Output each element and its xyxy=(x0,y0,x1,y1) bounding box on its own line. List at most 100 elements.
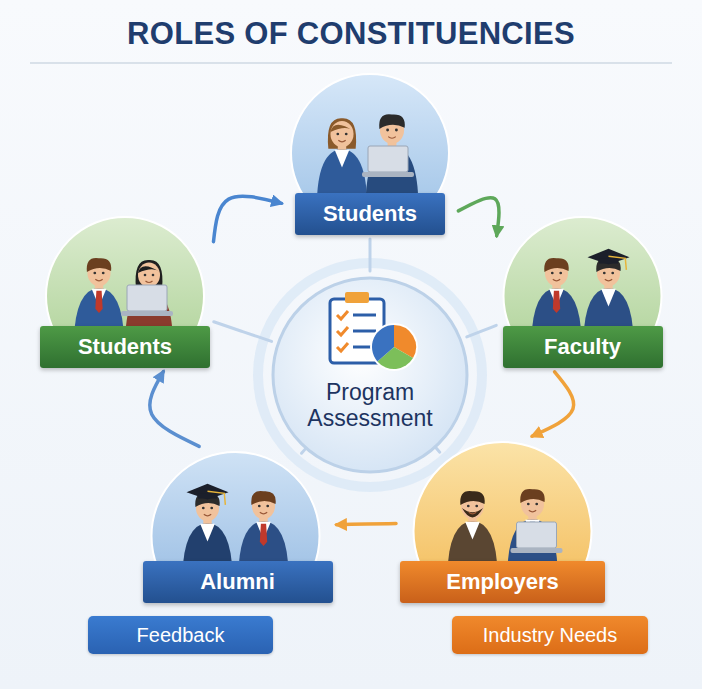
tassel xyxy=(609,256,627,270)
dome xyxy=(151,452,319,575)
node-label: Program Assessment xyxy=(294,379,446,432)
tie xyxy=(259,524,266,546)
dome-illustration xyxy=(143,450,333,575)
hair xyxy=(87,258,111,272)
head xyxy=(330,121,353,147)
eye xyxy=(527,503,530,506)
laptop-base xyxy=(362,172,414,177)
beard xyxy=(462,508,483,517)
eye xyxy=(266,505,269,508)
hair xyxy=(596,258,620,272)
eye xyxy=(559,272,562,275)
center-label: Program Assessment xyxy=(270,379,470,432)
link-line xyxy=(369,239,372,271)
dome-illustration xyxy=(285,72,455,207)
eye xyxy=(386,129,389,132)
hair xyxy=(379,114,405,129)
node-label: Feedback xyxy=(104,616,257,654)
check-mark xyxy=(337,327,348,335)
smile xyxy=(259,512,266,514)
diagram-title: ROLES OF CONSTITUENCIES xyxy=(0,16,702,52)
smile xyxy=(529,510,536,512)
pie-base xyxy=(370,323,418,371)
constituency-node: Alumni xyxy=(143,450,333,603)
cycle-arrow xyxy=(150,372,199,447)
laptop-base xyxy=(511,548,563,553)
dome xyxy=(504,217,662,340)
tie xyxy=(553,291,560,313)
eye xyxy=(144,274,147,277)
smile xyxy=(605,279,612,281)
constituency-node: Students xyxy=(285,72,455,235)
center-circle: Program Assessment xyxy=(270,275,470,475)
clipboard-clip xyxy=(345,292,369,303)
dome-illustration xyxy=(400,440,605,575)
node-label: Faculty xyxy=(517,326,649,368)
name-banner: Students xyxy=(295,193,445,235)
title-rule xyxy=(30,62,672,64)
hair xyxy=(460,491,484,505)
eye xyxy=(93,272,96,275)
pie-slice xyxy=(372,325,394,361)
hair xyxy=(520,489,544,503)
dome-illustration xyxy=(500,215,665,340)
fringe xyxy=(138,266,160,273)
node-label: Alumni xyxy=(157,561,319,603)
eye xyxy=(467,505,470,508)
cycle-arrow xyxy=(336,524,396,525)
eye xyxy=(395,129,398,132)
check-mark xyxy=(337,343,348,351)
dome xyxy=(46,217,204,340)
smile xyxy=(338,140,345,142)
node-label: Industry Needs xyxy=(468,616,632,654)
name-banner: Employers xyxy=(400,561,605,603)
hair xyxy=(251,491,275,505)
smile xyxy=(146,281,153,283)
center-circle-shape xyxy=(270,275,470,475)
node-label: Students xyxy=(309,193,431,235)
note-tag: Industry Needs xyxy=(452,616,648,654)
name-banner: Faculty xyxy=(503,326,663,368)
name-banner: Alumni xyxy=(143,561,333,603)
laptop-screen xyxy=(127,285,167,311)
pie-chart xyxy=(370,323,418,371)
smile xyxy=(469,512,476,514)
constituency-node: Students xyxy=(40,215,210,368)
tassel xyxy=(207,491,225,505)
eye xyxy=(201,507,204,510)
link-line xyxy=(214,322,272,342)
shirt xyxy=(335,150,350,168)
eye xyxy=(475,505,478,508)
laptop-screen xyxy=(517,522,557,548)
smile xyxy=(388,137,396,139)
constituency-node: Employers xyxy=(400,440,605,603)
list-line xyxy=(353,314,376,317)
tie xyxy=(95,291,102,313)
head xyxy=(138,263,160,288)
cycle-arrow xyxy=(458,198,499,236)
cycle-arrow xyxy=(213,196,281,241)
hair xyxy=(195,493,219,507)
dome-illustration xyxy=(40,215,210,340)
assessment-icon xyxy=(330,292,418,371)
check-mark xyxy=(337,311,348,319)
note-tag-box: Feedback xyxy=(88,616,273,654)
eye xyxy=(345,133,348,136)
name-banner: Students xyxy=(40,326,210,368)
eye xyxy=(611,272,614,275)
shirt xyxy=(601,289,616,307)
constituency-node: Faculty xyxy=(500,215,665,368)
grad-cap-band xyxy=(599,258,618,263)
laptop-base xyxy=(121,311,173,316)
node-label: Students xyxy=(54,326,196,368)
note-tag-box: Industry Needs xyxy=(452,616,648,654)
smile xyxy=(95,279,102,281)
eye xyxy=(102,272,105,275)
center-disc xyxy=(273,278,467,472)
shirt xyxy=(200,524,215,542)
hair xyxy=(544,258,568,272)
glow-ring xyxy=(258,263,482,487)
smile xyxy=(553,279,560,281)
node-label: Employers xyxy=(414,561,591,603)
